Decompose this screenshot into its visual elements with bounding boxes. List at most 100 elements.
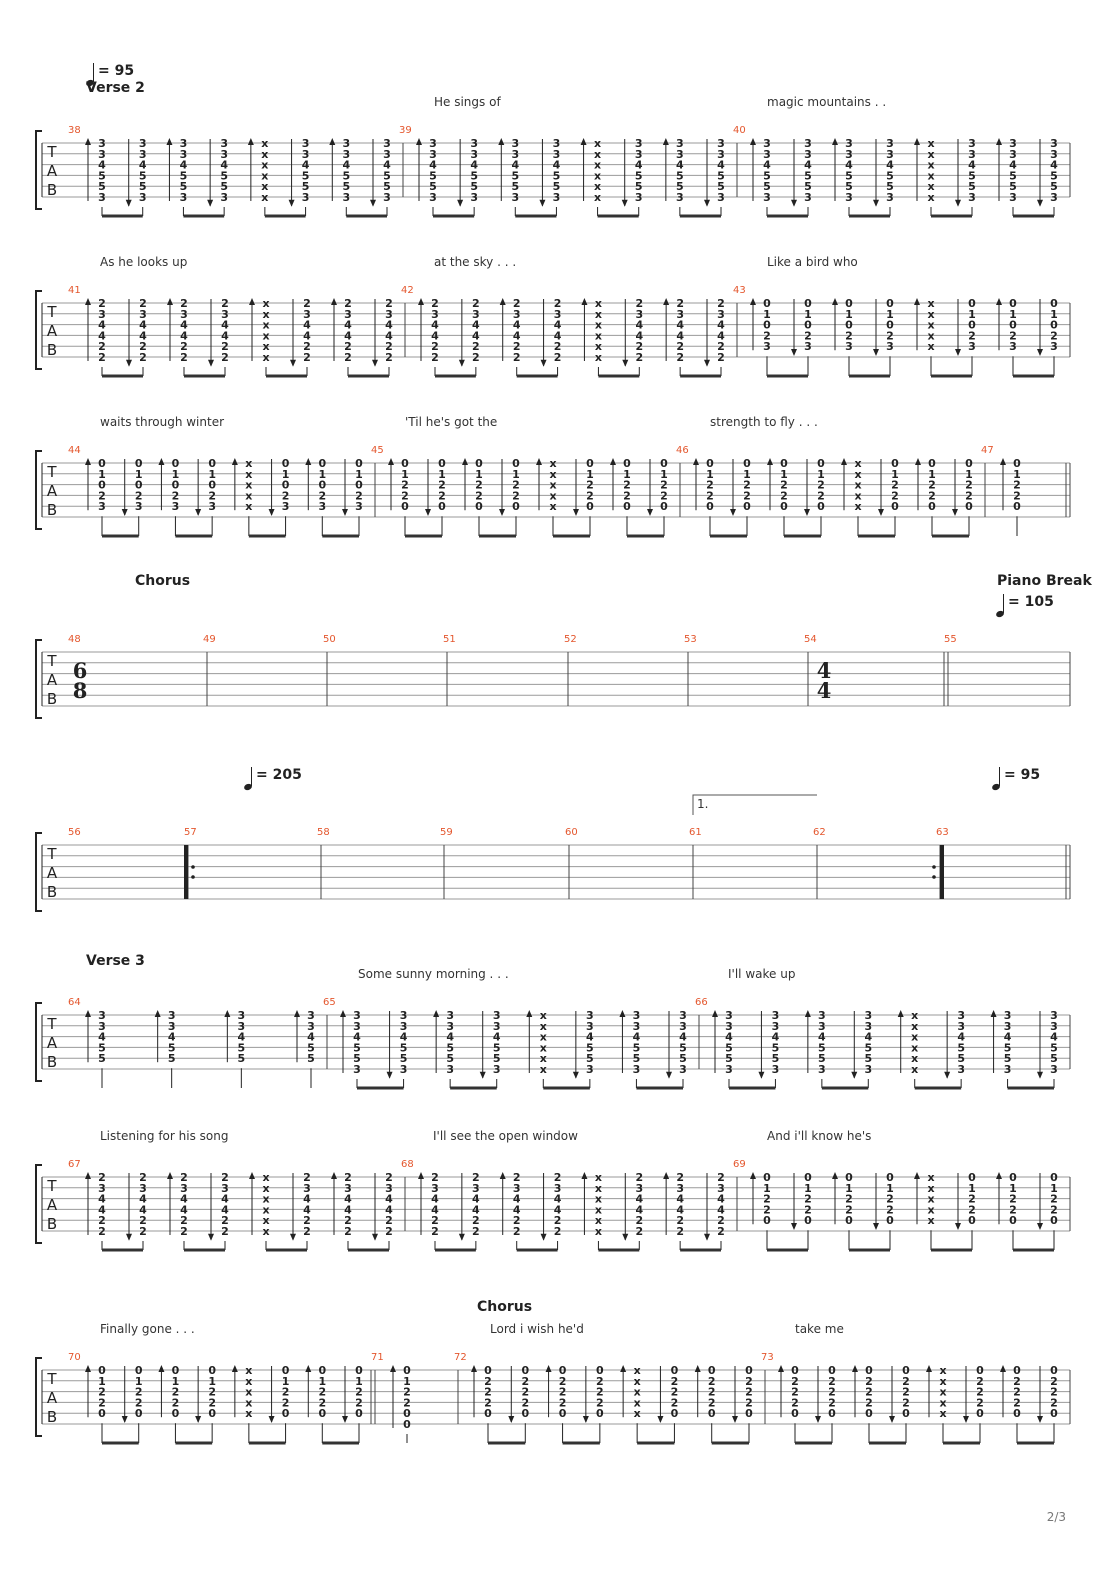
- fret-number: 2: [717, 351, 725, 364]
- fret-number: 2: [635, 1214, 643, 1227]
- bar-number: 46: [676, 445, 689, 456]
- fret-number: 1: [1013, 468, 1021, 481]
- fret-number: x: [262, 329, 269, 342]
- fret-number: 4: [221, 1203, 229, 1216]
- fret-number: 0: [660, 457, 668, 470]
- fret-number: 1: [1050, 1182, 1058, 1195]
- fret-number: 2: [559, 1396, 567, 1409]
- upstroke-arrow: [804, 1010, 811, 1017]
- fret-number: 3: [98, 191, 106, 204]
- fret-number: 0: [791, 1407, 799, 1420]
- fret-number: 2: [98, 1386, 106, 1399]
- fret-number: 3: [180, 1182, 188, 1195]
- fret-number: 0: [1009, 1171, 1017, 1184]
- tab-clef-letter: A: [47, 671, 58, 689]
- fret-number: 1: [403, 1375, 411, 1388]
- fret-number: 2: [401, 489, 409, 502]
- fret-number: 0: [1009, 319, 1017, 332]
- fret-number: 2: [472, 1214, 480, 1227]
- fret-number: 2: [708, 1386, 716, 1399]
- fret-number: 2: [671, 1396, 679, 1409]
- fret-number: 0: [706, 457, 714, 470]
- fret-number: x: [927, 148, 934, 161]
- fret-number: 5: [968, 180, 976, 193]
- fret-number: 3: [886, 340, 894, 353]
- fret-number: 5: [470, 169, 478, 182]
- upstroke-arrow: [158, 1365, 165, 1372]
- fret-number: 2: [484, 1396, 492, 1409]
- fret-number: 0: [401, 457, 409, 470]
- fret-number: 5: [353, 1041, 361, 1054]
- fret-number: 0: [968, 1214, 976, 1227]
- fret-number: x: [549, 500, 556, 513]
- fret-number: 2: [706, 489, 714, 502]
- fret-number: 2: [135, 1396, 143, 1409]
- tab-clef-letter: B: [47, 1053, 57, 1071]
- fret-number: 2: [745, 1386, 753, 1399]
- fret-number: x: [262, 1203, 269, 1216]
- downstroke-arrow: [458, 359, 465, 367]
- fret-number: 3: [1009, 137, 1017, 150]
- fret-number: 3: [804, 340, 812, 353]
- fret-number: 3: [208, 500, 216, 513]
- fret-number: 3: [180, 137, 188, 150]
- fret-number: 4: [864, 1031, 872, 1044]
- fret-number: 0: [596, 1407, 604, 1420]
- fret-number: 5: [493, 1041, 501, 1054]
- volta-label: 1.: [697, 797, 708, 811]
- fret-number: 3: [220, 191, 228, 204]
- fret-number: 1: [318, 468, 326, 481]
- fret-number: 0: [965, 500, 973, 513]
- fret-number: 2: [98, 351, 106, 364]
- fret-number: 3: [511, 137, 519, 150]
- downstroke-arrow: [622, 1233, 629, 1241]
- fret-number: 2: [344, 340, 352, 353]
- fret-number: 3: [725, 1063, 733, 1076]
- fret-number: 5: [220, 169, 228, 182]
- fret-number: 2: [886, 1203, 894, 1216]
- fret-number: 2: [303, 340, 311, 353]
- bar-number: 56: [68, 827, 81, 838]
- upstroke-arrow: [305, 458, 312, 465]
- fret-number: 3: [385, 308, 393, 321]
- fret-number: 3: [676, 148, 684, 161]
- fret-number: x: [927, 1182, 934, 1195]
- fret-number: 4: [303, 1203, 311, 1216]
- fret-number: 0: [968, 1171, 976, 1184]
- fret-number: 2: [780, 479, 788, 492]
- fret-number: 0: [891, 500, 899, 513]
- downstroke-arrow: [657, 1416, 664, 1423]
- fret-number: 2: [180, 351, 188, 364]
- fret-number: x: [594, 159, 601, 172]
- upstroke-arrow: [536, 458, 542, 465]
- fret-number: 2: [763, 1193, 771, 1206]
- repeat-dot: [191, 865, 195, 869]
- fret-number: 2: [708, 1396, 716, 1409]
- lyric-line: I'll wake up: [728, 967, 795, 981]
- fret-number: 0: [521, 1407, 529, 1420]
- fret-number: 5: [586, 1052, 594, 1065]
- fret-number: 4: [513, 1203, 521, 1216]
- fret-number: 2: [676, 1214, 684, 1227]
- fret-number: 1: [660, 468, 668, 481]
- fret-number: 3: [353, 1009, 361, 1022]
- fret-number: 0: [763, 297, 771, 310]
- fret-number: x: [261, 137, 268, 150]
- fret-number: 2: [512, 489, 520, 502]
- fret-number: 2: [1050, 1386, 1058, 1399]
- upstroke-arrow: [926, 1365, 932, 1372]
- tab-clef-letter: A: [47, 864, 58, 882]
- fret-number: 5: [725, 1052, 733, 1065]
- fret-number: 0: [208, 457, 216, 470]
- tab-clef-letter: T: [46, 143, 57, 161]
- fret-number: 0: [208, 479, 216, 492]
- downstroke-arrow: [647, 509, 653, 516]
- downstroke-arrow: [290, 359, 296, 367]
- fret-number: x: [911, 1052, 918, 1065]
- upstroke-arrow: [85, 1172, 91, 1179]
- fret-number: 1: [623, 468, 631, 481]
- fret-number: x: [262, 1193, 269, 1206]
- fret-number: 0: [586, 457, 594, 470]
- fret-number: 3: [717, 1182, 725, 1195]
- fret-number: 2: [521, 1386, 529, 1399]
